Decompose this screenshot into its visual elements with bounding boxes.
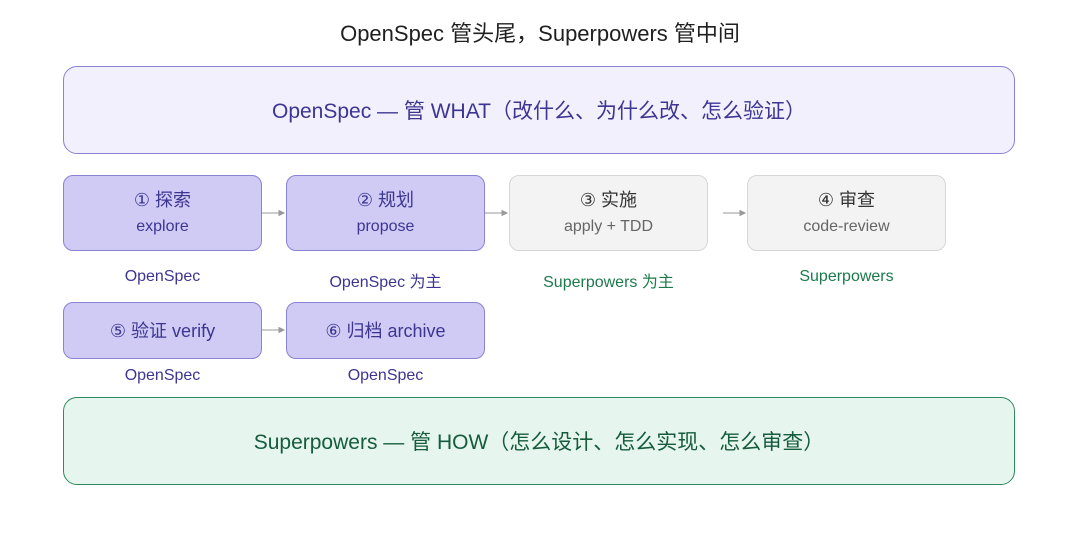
step-verify-owner: OpenSpec <box>124 367 201 384</box>
openspec-band-label: OpenSpec — 管 WHAT（改什么、为什么改、怎么验证） <box>271 100 806 123</box>
step-review: ④ 审查 code-review <box>747 175 946 251</box>
step-apply-name: ③ 实施 <box>579 190 638 210</box>
step-propose: ② 规划 propose <box>286 175 485 251</box>
superpowers-band: Superpowers — 管 HOW（怎么设计、怎么实现、怎么审查） <box>63 397 1015 485</box>
step-explore: ① 探索 explore <box>63 175 262 251</box>
step-propose-sub: propose <box>356 218 415 235</box>
step-archive-name: ⑥ 归档 archive <box>325 320 446 341</box>
step-explore-owner: OpenSpec <box>124 268 201 285</box>
step-review-owner: Superpowers <box>799 268 894 285</box>
step-apply: ③ 实施 apply + TDD <box>509 175 708 251</box>
superpowers-band-label: Superpowers — 管 HOW（怎么设计、怎么实现、怎么审查） <box>253 431 825 454</box>
step-archive-owner: OpenSpec <box>347 367 424 384</box>
step-verify-name: ⑤ 验证 verify <box>109 320 216 341</box>
step-review-sub: code-review <box>803 218 890 235</box>
step-verify: ⑤ 验证 verify <box>63 302 262 359</box>
step-propose-name: ② 规划 <box>356 190 415 210</box>
step-explore-sub: explore <box>136 218 189 235</box>
step-explore-name: ① 探索 <box>133 190 192 210</box>
step-apply-owner: Superpowers 为主 <box>543 274 674 291</box>
step-apply-sub: apply + TDD <box>563 218 654 235</box>
openspec-band: OpenSpec — 管 WHAT（改什么、为什么改、怎么验证） <box>63 66 1015 154</box>
step-review-name: ④ 审查 <box>817 190 876 210</box>
step-archive: ⑥ 归档 archive <box>286 302 485 359</box>
step-propose-owner: OpenSpec 为主 <box>329 274 442 291</box>
diagram-title: OpenSpec 管头尾，Superpowers 管中间 <box>340 21 740 46</box>
